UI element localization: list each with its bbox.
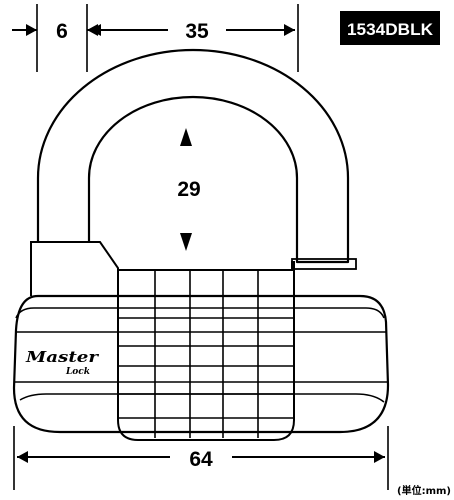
body-right-collar	[291, 258, 357, 270]
arrow-right-icon	[374, 451, 385, 463]
shackle	[36, 48, 350, 264]
brand-logo-line2: Lock	[65, 367, 90, 377]
body-left-shoulder	[30, 241, 119, 296]
model-number: 1534DBLK	[347, 20, 434, 39]
combination-dials	[117, 261, 295, 441]
arrow-right-icon	[284, 24, 295, 36]
body-outline	[12, 294, 390, 434]
arrow-left-icon	[17, 451, 28, 463]
arrow-down-icon	[180, 233, 192, 251]
dials-outline	[117, 261, 295, 441]
shackle-thickness-dimension: 6	[12, 4, 108, 72]
arrow-right-icon	[26, 24, 37, 36]
model-badge-background	[340, 11, 440, 45]
body-width-label: 64	[189, 448, 213, 471]
brand-logo-line1: Master	[25, 348, 100, 366]
model-badge: 1534DBLK	[340, 11, 440, 45]
body-band-upper	[15, 307, 385, 319]
shackle-thickness-label: 6	[56, 20, 68, 43]
shackle-clearance-label: 29	[177, 178, 200, 201]
body-width-dimension: 64	[13, 426, 389, 490]
arrow-up-icon	[180, 128, 192, 146]
shackle-clearance-dimension: 29	[177, 128, 201, 251]
arrow-left-icon	[90, 24, 101, 36]
shackle-width-label: 35	[185, 20, 209, 43]
dial-grid-lines	[118, 270, 294, 438]
brand-logo: Master Lock	[25, 348, 100, 377]
unit-note: (単位:mm)	[397, 484, 451, 497]
shackle-width-dimension: 35	[90, 4, 299, 72]
body-band-lower-2	[19, 393, 385, 403]
